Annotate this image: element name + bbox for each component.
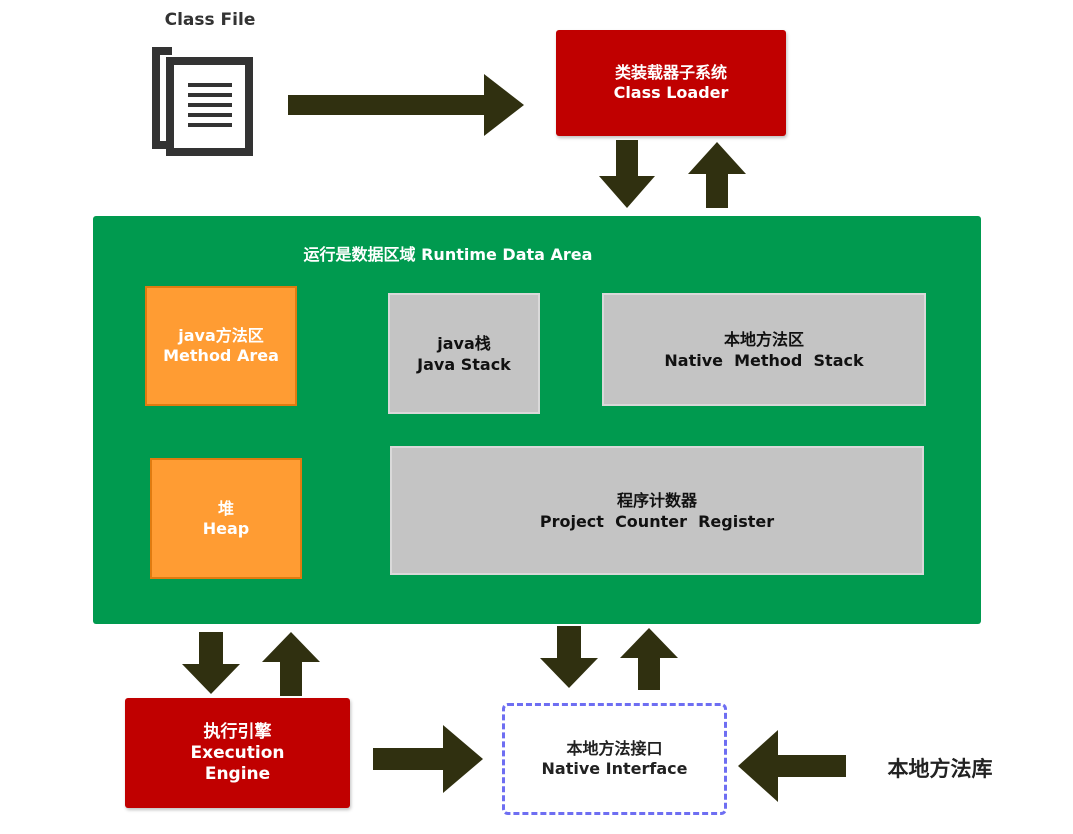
heap-box: 堆 Heap xyxy=(150,458,302,579)
execution-engine-en-line1: Execution xyxy=(190,742,285,763)
class-file-label: Class File xyxy=(164,10,256,30)
java-stack-en: Java Stack xyxy=(417,354,511,374)
execution-engine-cn: 执行引擎 xyxy=(203,721,272,742)
execution-engine-box: 执行引擎 Execution Engine xyxy=(125,698,350,808)
native-method-stack-box: 本地方法区 Native Method Stack xyxy=(602,293,926,406)
arrow-down-loader-to-runtime xyxy=(599,140,655,208)
runtime-data-area-title: 运行是数据区域 Runtime Data Area xyxy=(303,245,593,264)
native-method-stack-cn: 本地方法区 xyxy=(723,329,804,349)
pc-register-cn: 程序计数器 xyxy=(616,490,697,510)
pc-register-box: 程序计数器 Project Counter Register xyxy=(390,446,924,575)
execution-engine-en-line2: Engine xyxy=(204,763,271,784)
method-area-box: java方法区 Method Area xyxy=(145,286,297,406)
java-stack-cn: java栈 xyxy=(437,333,491,353)
arrow-up-runtime-to-loader xyxy=(688,142,746,208)
arrow-left-library-to-native-interface xyxy=(738,730,846,802)
java-stack-box: java栈 Java Stack xyxy=(388,293,540,414)
native-method-stack-en: Native Method Stack xyxy=(664,350,864,370)
arrow-right-classfile-to-loader xyxy=(288,74,526,136)
class-loader-title-en: Class Loader xyxy=(613,83,729,102)
class-loader-box: 类装载器子系统 Class Loader xyxy=(556,30,786,136)
method-area-cn: java方法区 xyxy=(178,326,264,345)
native-interface-cn: 本地方法接口 xyxy=(566,739,663,758)
arrow-down-runtime-to-engine xyxy=(182,632,240,694)
arrow-down-runtime-to-native-interface xyxy=(540,626,598,688)
heap-cn: 堆 xyxy=(217,498,234,518)
arrow-right-engine-to-native-interface xyxy=(373,725,483,793)
method-area-en: Method Area xyxy=(163,346,279,365)
arrow-up-native-interface-to-runtime xyxy=(620,628,678,690)
document-stack-icon xyxy=(150,45,255,157)
heap-en: Heap xyxy=(202,518,250,538)
native-library-label: 本地方法库 xyxy=(887,757,993,781)
native-interface-en: Native Interface xyxy=(541,759,688,778)
native-interface-box: 本地方法接口 Native Interface xyxy=(502,703,727,815)
pc-register-en: Project Counter Register xyxy=(539,511,775,531)
class-loader-title-cn: 类装载器子系统 xyxy=(614,63,727,82)
arrow-up-engine-to-runtime xyxy=(262,632,320,696)
